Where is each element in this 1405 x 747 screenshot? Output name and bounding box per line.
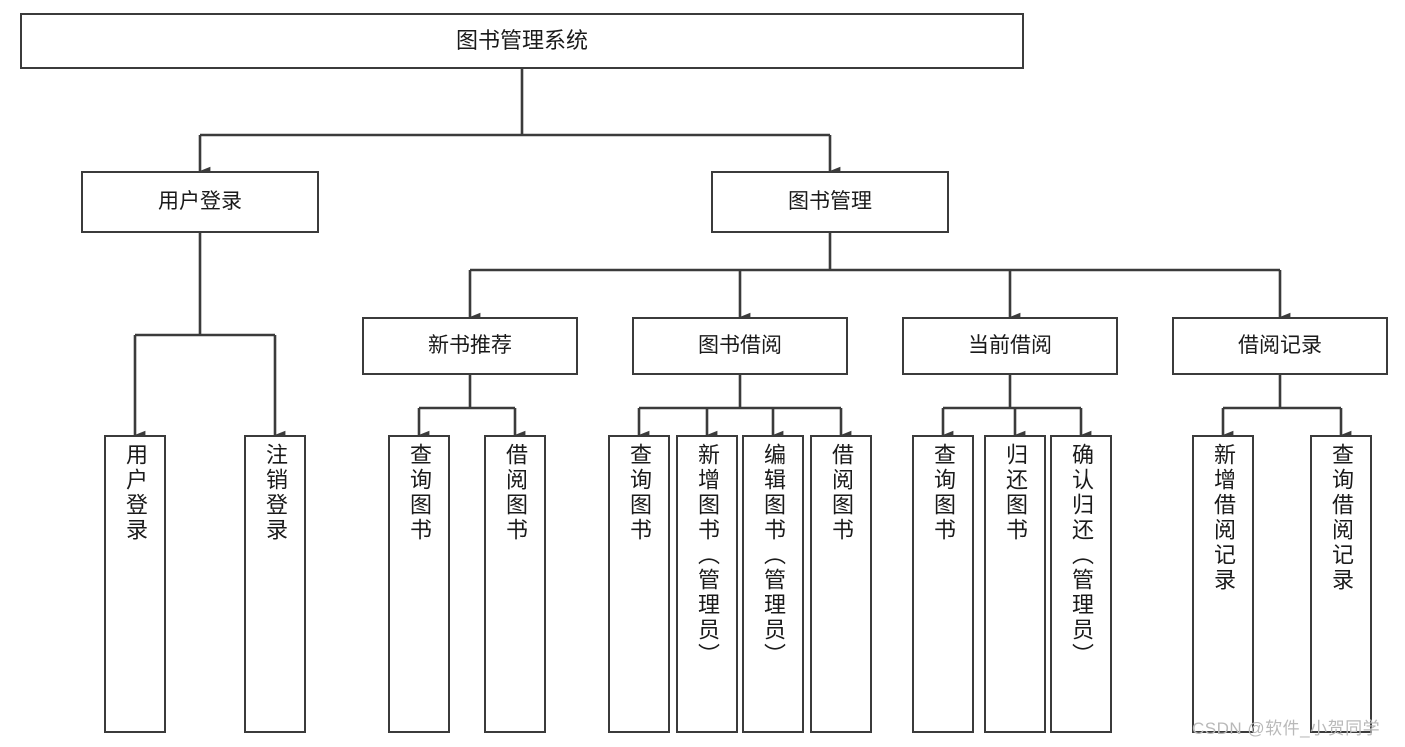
node-leaf-borrow-lend[interactable]: 借阅图书	[810, 435, 872, 733]
node-leaf-borrow-edit[interactable]: 编辑图书（管理员）	[742, 435, 804, 733]
node-leaf-current-return[interactable]: 归还图书	[984, 435, 1046, 733]
node-leaf-user-logout[interactable]: 注销登录	[244, 435, 306, 733]
node-leaf-user-login[interactable]: 用户登录	[104, 435, 166, 733]
node-label: 借阅图书	[829, 443, 854, 543]
node-leaf-record-add[interactable]: 新增借阅记录	[1192, 435, 1254, 733]
node-records[interactable]: 借阅记录	[1172, 317, 1388, 375]
node-label: 归还图书	[1003, 443, 1028, 543]
node-label: 新增图书（管理员）	[695, 443, 720, 668]
node-root[interactable]: 图书管理系统	[20, 13, 1024, 69]
node-label: 查询图书	[627, 443, 652, 543]
node-leaf-new-borrow[interactable]: 借阅图书	[484, 435, 546, 733]
node-label: 图书借阅	[698, 334, 782, 358]
node-label: 用户登录	[158, 190, 242, 214]
node-label: 图书管理系统	[455, 27, 588, 53]
node-current[interactable]: 当前借阅	[902, 317, 1118, 375]
node-label: 确认归还（管理员）	[1069, 443, 1094, 668]
node-label: 借阅记录	[1238, 334, 1322, 358]
node-bookmgmt[interactable]: 图书管理	[711, 171, 949, 233]
watermark-label: CSDN @软件_小贺同学	[1192, 719, 1381, 738]
node-label: 编辑图书（管理员）	[761, 443, 786, 668]
node-label: 注销登录	[263, 443, 288, 543]
node-leaf-record-query[interactable]: 查询借阅记录	[1310, 435, 1372, 733]
node-newbook[interactable]: 新书推荐	[362, 317, 578, 375]
node-label: 查询图书	[407, 443, 432, 543]
node-label: 查询借阅记录	[1329, 443, 1354, 593]
node-label: 新增借阅记录	[1211, 443, 1236, 593]
node-label: 图书管理	[788, 190, 872, 214]
node-login[interactable]: 用户登录	[81, 171, 319, 233]
node-leaf-borrow-query[interactable]: 查询图书	[608, 435, 670, 733]
node-label: 查询图书	[931, 443, 956, 543]
node-leaf-new-query[interactable]: 查询图书	[388, 435, 450, 733]
node-label: 当前借阅	[968, 334, 1052, 358]
node-borrow[interactable]: 图书借阅	[632, 317, 848, 375]
node-leaf-current-confirm[interactable]: 确认归还（管理员）	[1050, 435, 1112, 733]
node-leaf-borrow-add[interactable]: 新增图书（管理员）	[676, 435, 738, 733]
node-leaf-current-query[interactable]: 查询图书	[912, 435, 974, 733]
node-label: 新书推荐	[428, 334, 512, 358]
node-label: 借阅图书	[503, 443, 528, 543]
node-label: 用户登录	[123, 443, 148, 543]
